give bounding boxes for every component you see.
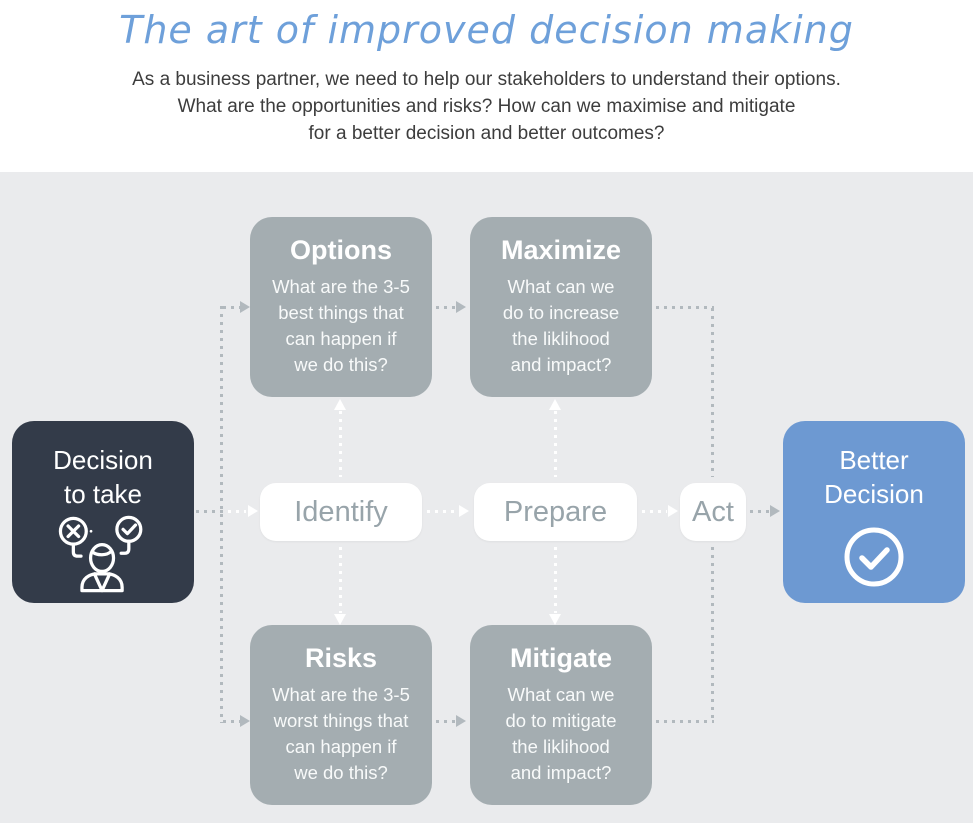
arrowhead-act <box>668 505 678 517</box>
decision-to-take-title: Decision to take <box>53 445 153 509</box>
options-body: What are the 3-5 best things that can ha… <box>272 276 410 375</box>
options-title: Options <box>290 235 392 265</box>
connector-risks-to-mitigate <box>436 720 455 723</box>
connector-act-to-end <box>750 510 769 513</box>
subtitle-line: for a better decision and better outcome… <box>308 123 665 144</box>
connector-identify-down <box>339 547 342 613</box>
connector-options-to-maximize <box>436 306 455 309</box>
arrowhead-mitigate <box>456 715 466 727</box>
options-card: Options What are the 3-5 best things tha… <box>250 217 432 397</box>
arrowhead-better-decision <box>770 505 780 517</box>
diagram-panel: Options What are the 3-5 best things tha… <box>0 172 973 823</box>
subtitle-line: What are the opportunities and risks? Ho… <box>177 96 796 117</box>
connector-spine-to-risks <box>223 720 240 723</box>
better-decision-title: Better Decision <box>824 445 924 509</box>
decision-to-take-card: Decision to take <box>12 421 194 603</box>
arrowhead-up-maximize <box>549 399 561 410</box>
connector-prepare-up <box>554 411 557 477</box>
risks-title: Risks <box>304 643 378 673</box>
mitigate-title: Mitigate <box>509 643 612 673</box>
mitigate-card: Mitigate What can we do to mitigate the … <box>470 625 652 805</box>
connector-to-identify <box>228 510 246 513</box>
risks-card: Risks What are the 3-5 worst things that… <box>250 625 432 805</box>
mitigate-body: What can we do to mitigate the liklihood… <box>505 684 617 783</box>
risks-body: What are the 3-5 worst things that can h… <box>272 684 410 783</box>
step-act: Act <box>680 483 746 541</box>
decision-person-icon <box>58 515 143 593</box>
connector-maximize-corner-v <box>711 308 714 477</box>
subtitle-line: As a business partner, we need to help o… <box>132 69 841 90</box>
check-circle-icon <box>844 527 904 587</box>
connector-identify-up <box>339 411 342 477</box>
connector-mitigate-corner-h <box>656 720 714 723</box>
arrowhead-options <box>240 301 250 313</box>
connector-mitigate-corner-v <box>711 547 714 721</box>
arrowhead-maximize <box>456 301 466 313</box>
header: The art of improved decision making As a… <box>0 0 973 172</box>
arrowhead-up-options <box>334 399 346 410</box>
better-decision-card: Better Decision <box>783 421 965 603</box>
connector-start-to-spine <box>196 510 223 513</box>
step-identify: Identify <box>260 483 422 541</box>
subtitle: As a business partner, we need to help o… <box>0 66 973 147</box>
connector-spine <box>220 306 223 723</box>
arrowhead-risks <box>240 715 250 727</box>
maximize-card: Maximize What can we do to increase the … <box>470 217 652 397</box>
connector-maximize-corner-h <box>656 306 714 309</box>
connector-identify-to-prepare <box>427 510 457 513</box>
page-title: The art of improved decision making <box>119 8 854 52</box>
connector-spine-to-options <box>223 306 240 309</box>
connector-prepare-down <box>554 547 557 613</box>
maximize-title: Maximize <box>500 235 622 265</box>
connector-prepare-to-act <box>642 510 667 513</box>
arrowhead-down-risks <box>334 614 346 625</box>
step-prepare: Prepare <box>474 483 637 541</box>
arrowhead-prepare <box>459 505 469 517</box>
arrowhead-down-mitigate <box>549 614 561 625</box>
arrowhead-identify <box>248 505 258 517</box>
maximize-body: What can we do to increase the liklihood… <box>502 276 620 375</box>
